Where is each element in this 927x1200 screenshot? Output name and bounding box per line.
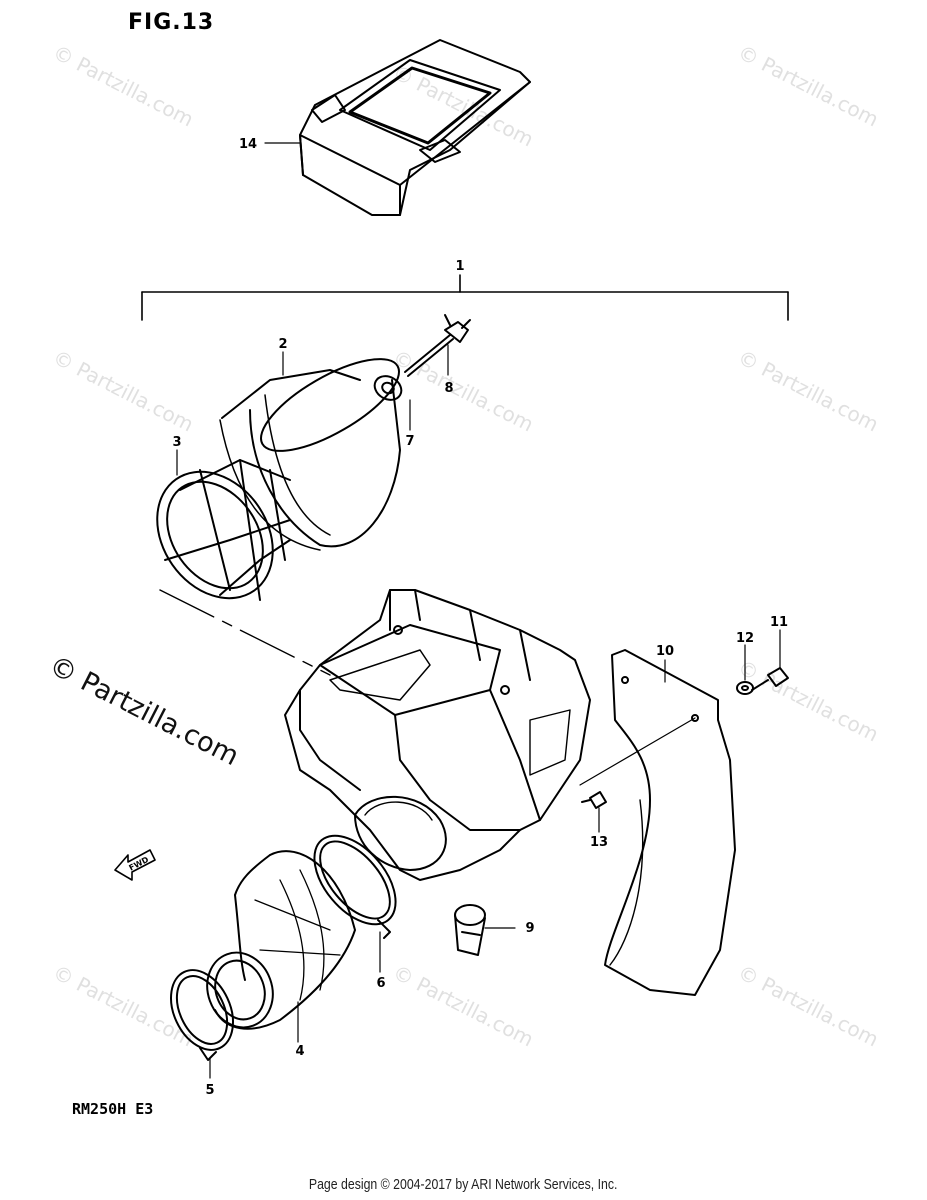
leader-lines (176, 142, 781, 1079)
part-12-washer (736, 681, 754, 695)
footer-text: Page design © 2004-2017 by ARI Network S… (309, 1176, 618, 1193)
callout-3: 3 (172, 435, 181, 450)
callout-13: 13 (590, 835, 608, 850)
callout-11: 11 (770, 615, 788, 630)
callout-4: 4 (295, 1044, 304, 1059)
part-3-filter-cage (156, 459, 291, 601)
callout-2: 2 (278, 337, 287, 352)
part-9-grommet (454, 904, 486, 956)
part-10-side-cover (579, 649, 736, 996)
part-4-intake-boot (206, 850, 356, 1030)
part-2-filter-element (219, 358, 401, 551)
figure-title: FIG.13 (128, 10, 215, 35)
callout-12: 12 (736, 631, 754, 646)
callout-6: 6 (376, 976, 385, 991)
part-6-clamp (313, 834, 397, 939)
callout-9: 9 (525, 921, 534, 936)
part-14-cover (299, 39, 531, 216)
model-code: RM250H E3 (72, 1100, 154, 1118)
assembly-bracket (141, 274, 789, 321)
part-11-bolt (751, 667, 789, 691)
callout-14: 14 (239, 137, 257, 152)
fwd-label: FWD (127, 855, 150, 873)
part-7-washer (373, 375, 403, 401)
callout-8: 8 (444, 381, 453, 396)
callout-1: 1 (455, 259, 464, 274)
fwd-arrow-icon (114, 849, 156, 881)
page-footer: Page design © 2004-2017 by ARI Network S… (0, 1176, 927, 1193)
part-8-wing-bolt (404, 314, 471, 377)
callout-10: 10 (656, 644, 674, 659)
part-13-bolt (581, 791, 607, 809)
callout-5: 5 (205, 1083, 214, 1098)
callout-7: 7 (405, 434, 414, 449)
part-5-clamp (170, 969, 234, 1061)
